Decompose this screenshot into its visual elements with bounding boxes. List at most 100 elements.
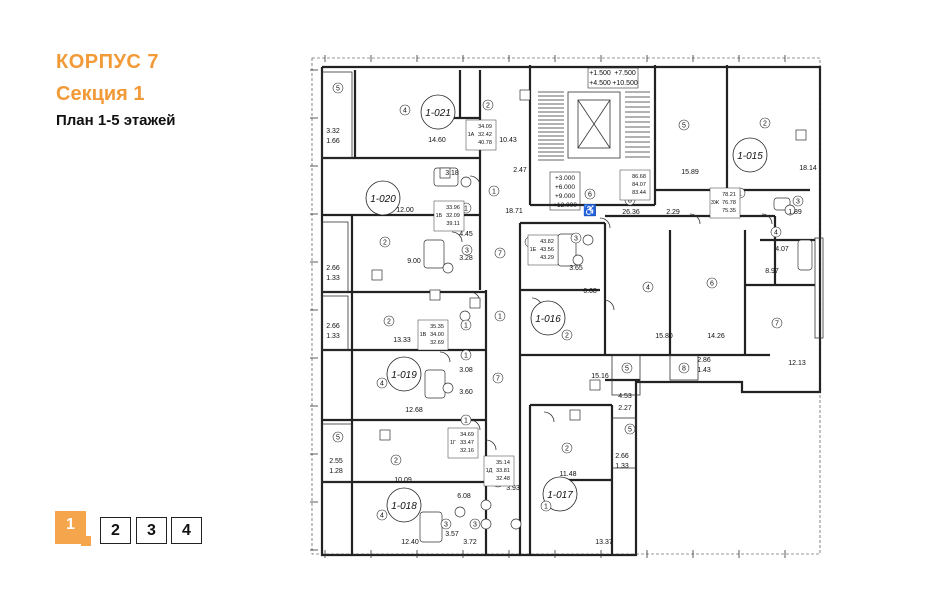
room-area-label: 1.33 [326,275,340,282]
room-number-marker [469,518,481,530]
room-number: 4 [403,108,407,115]
room-area-label: 2.66 [326,265,340,272]
room-area-label: 10.43 [499,137,517,144]
toilet [460,176,472,188]
reduced-area: 39.11 [446,221,459,227]
toilet [480,518,492,530]
total-area: 35.14 [496,460,510,466]
room-number-marker [460,414,472,426]
room-area-label: 4.45 [459,231,473,238]
elevator-core [567,91,621,159]
room-area-label: 1.33 [326,333,340,340]
wheelchair-icon: ♿ [583,204,597,217]
apartment-id: 1-017 [547,490,573,501]
room-number: 5 [625,366,629,373]
door-swing [689,213,701,225]
room-number-marker [460,319,472,331]
total-area: 33.96 [446,205,460,211]
door-swing [469,175,481,187]
living-area: 76.78 [722,200,736,206]
door-swing [599,217,611,229]
elevation-mark: +4.500 [589,80,611,87]
apartment-marker [386,356,422,392]
toilet [459,310,471,322]
reduced-area: 32.69 [430,340,444,346]
room-number-marker [488,185,500,197]
door-swing [451,231,463,243]
apartment-id: 1-020 [370,194,396,205]
apartment-summary-box [619,169,651,201]
kitchen-unit [569,409,581,421]
room-area-label: 18.14 [799,165,817,172]
toilet [480,499,492,511]
apartment-id: 1-015 [737,151,763,162]
room-area-label: 2.29 [666,209,680,216]
room-area-label: 15.16 [591,373,609,380]
room-area-label: 11.48 [560,471,577,478]
room-number: 7 [775,321,779,328]
room-area-label: 1.89 [788,209,802,216]
apartment-type: 1Е [530,247,537,253]
door-swing [761,213,773,225]
room-area-label: 12.40 [401,539,419,546]
apartment-type: 3Ж [711,200,719,206]
room-area-label: 3.60 [459,389,473,396]
section-tab-1[interactable]: 1 [55,511,86,544]
floor-plan-title: План 1-5 этажей [56,112,176,129]
room-area-label: 3.08 [459,367,473,374]
living-area: 33.47 [460,440,474,446]
room-area-label: 3.65 [569,265,583,272]
room-number-marker [561,442,573,454]
section-tab-2[interactable]: 2 [100,517,131,544]
kitchen-unit [589,379,601,391]
bathtub [419,511,443,543]
building-title: КОРПУС 7 [56,51,160,73]
room-number: 1 [498,314,502,321]
loggia [321,295,349,351]
apartment-marker [386,487,422,523]
room-number: 5 [628,427,632,434]
apartment-type: 1В [420,332,427,338]
room-number: 2 [387,319,391,326]
section-tab-4[interactable]: 4 [171,517,202,544]
section-tab-3[interactable]: 3 [136,517,167,544]
door-swing [439,351,451,363]
room-area-label: 18.71 [505,208,523,215]
room-number-marker [383,315,395,327]
toilet [784,204,796,216]
room-area-label: 6.08 [457,493,471,500]
room-number-marker [492,372,504,384]
apartment-id: 1-016 [535,314,561,325]
reduced-area: 75.35 [722,208,736,214]
apartment-summary-box [709,187,741,219]
reduced-area: 40.78 [478,140,492,146]
room-number: 2 [763,121,767,128]
door-swing [485,439,497,451]
room-number: 2 [565,333,569,340]
apartment-summary-box [417,319,449,351]
room-area-label: 3.93 [506,485,520,492]
room-number-marker [771,317,783,329]
total-area: 78.21 [722,192,736,198]
room-area-label: 6.68 [583,288,597,295]
kitchen-unit [429,289,441,301]
stair-elevation: +12.000 [553,202,577,209]
apartment-summary-box [447,427,479,459]
reduced-area: 32.48 [496,476,510,482]
active-section-notch [81,536,91,546]
kitchen-unit [795,129,807,141]
apartment-id: 1-021 [425,108,451,119]
loggia [611,417,637,469]
kitchen-unit [379,429,391,441]
room-number-marker [332,431,344,443]
elevation-mark: +1.500 [589,70,611,77]
total-area: 34.09 [478,124,492,130]
total-area: 43.82 [540,239,554,245]
apartment-type: 1Д [486,468,493,474]
room-area-label: 2.27 [618,405,632,412]
loggia [669,354,699,381]
room-number-marker [379,236,391,248]
apartment-summary-box [433,200,465,232]
room-number-marker [461,244,473,256]
room-area-label: 26.36 [622,209,640,216]
